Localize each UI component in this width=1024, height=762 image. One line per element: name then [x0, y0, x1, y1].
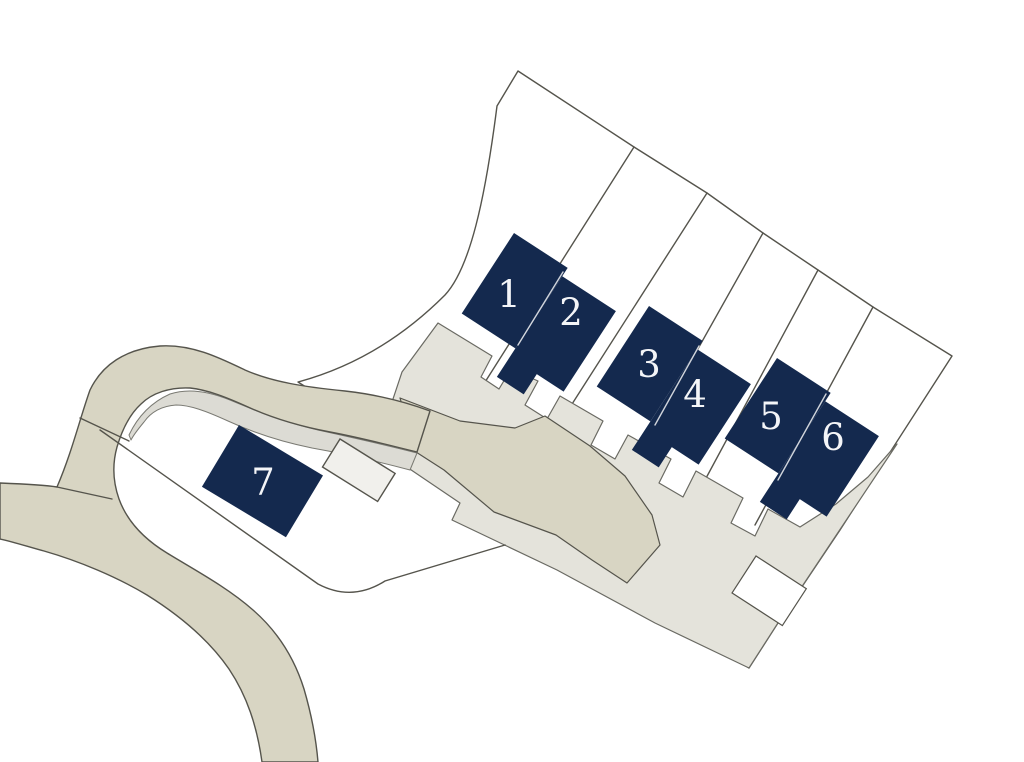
plot-6-garden-notch — [731, 555, 808, 627]
plot-4-label: 4 — [683, 373, 707, 416]
plot-3-label: 3 — [637, 343, 661, 386]
plot-1-building[interactable] — [461, 232, 568, 349]
plot-7-building[interactable] — [201, 425, 324, 538]
road — [0, 345, 431, 762]
plot-5-building[interactable] — [724, 358, 831, 474]
road-parcel-line — [79, 417, 130, 442]
plot-5-label: 5 — [759, 395, 783, 438]
plot-2-label: 2 — [559, 291, 583, 334]
divider-overlay-3-4 — [654, 345, 700, 426]
divider-plot-2-3 — [564, 192, 708, 416]
divider-overlays — [517, 271, 827, 481]
divider-plot-4-5 — [704, 269, 819, 481]
plot-2-building[interactable] — [496, 276, 616, 411]
building-pair-3-4 — [596, 306, 751, 484]
road-junction-line — [56, 486, 113, 500]
building-pair-1-2 — [461, 232, 616, 411]
plot-number-labels: 1 2 3 4 5 6 7 — [251, 273, 845, 504]
plot-7-garage — [321, 438, 397, 503]
plot-6-building[interactable] — [759, 401, 879, 536]
plot-6-label: 6 — [821, 416, 845, 459]
divider-overlay-5-6 — [777, 393, 827, 481]
plot-3-building[interactable] — [596, 306, 703, 422]
building-pair-5-6 — [724, 358, 879, 536]
plot-7-building-group — [201, 425, 324, 538]
plot-7-boundary — [99, 429, 506, 593]
plot-4-building[interactable] — [631, 349, 751, 484]
private-drive — [399, 397, 661, 584]
plot-7-label: 7 — [251, 461, 275, 504]
divider-overlay-1-2 — [517, 271, 564, 346]
plot-1-label: 1 — [497, 273, 521, 316]
